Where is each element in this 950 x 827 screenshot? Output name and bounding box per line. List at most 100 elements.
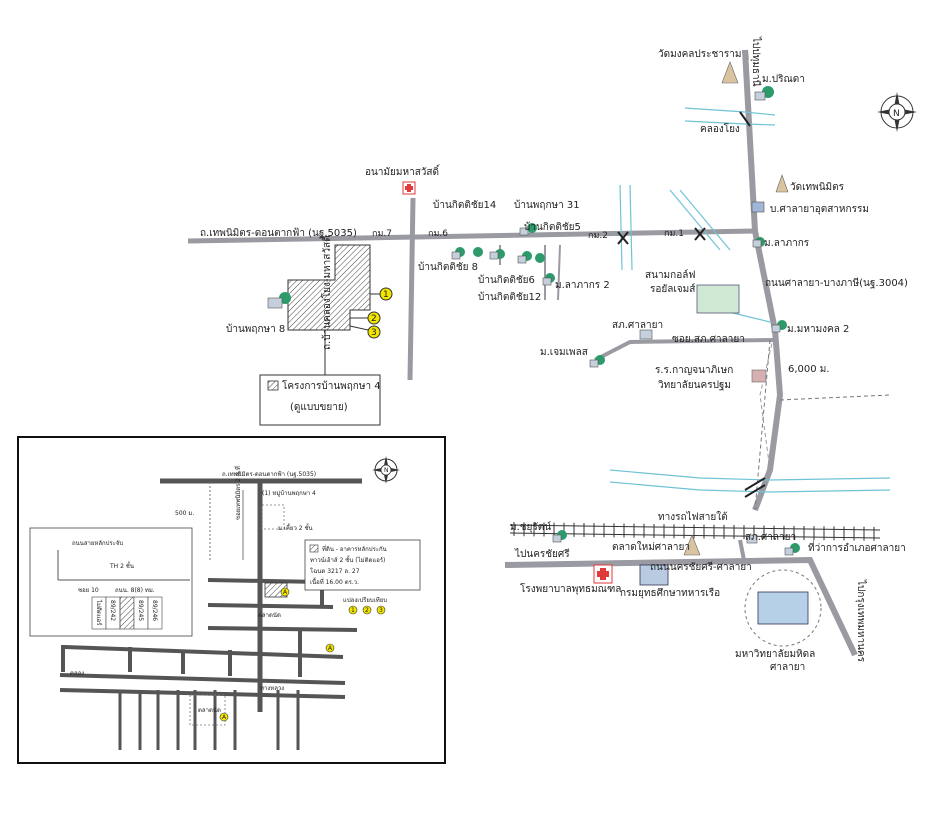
label-district-office: ที่ว่าการอำเภอศาลายา	[808, 540, 906, 554]
label-m-latphakon: ม.ลาภากร	[764, 238, 810, 249]
inset-legend-deed: โฉนด 3217 ล. 27	[310, 567, 360, 575]
label-road-3004: ถนนศาลายา-บางภาษี(นฐ.3004)	[765, 277, 908, 289]
inset-house-lot	[261, 504, 285, 530]
road-soi	[407, 197, 416, 381]
label-university: มหาวิทยาลัยมหิดล	[735, 649, 815, 660]
inset-soi10: ซอย 10	[78, 587, 99, 594]
inset-roads	[59, 478, 362, 750]
svg-text:3: 3	[379, 607, 383, 614]
label-m-chayuchat: ม.ชยุรัตน์	[510, 521, 551, 533]
canal-top-2	[684, 120, 776, 126]
inset-legend-title: ที่ดิน - อาคารหลักประกัน	[322, 545, 387, 553]
road-dashed	[759, 329, 776, 471]
label-to-pathum: ไปปทุมธานี	[750, 36, 762, 87]
temple-icon	[683, 61, 789, 556]
label-km6: กม.6	[428, 229, 448, 239]
label-hospital: โรงพยาบาลพุทธมณฑล	[520, 582, 621, 595]
inset-top-road: ถ.เทพนิมิตร-ดอนตากฟ้า (นฐ.5035)	[222, 471, 316, 478]
svg-text:1: 1	[351, 607, 355, 614]
inset-lots	[91, 596, 163, 630]
road-dashed-3	[779, 394, 891, 401]
school-icon	[751, 369, 767, 383]
university-area	[744, 569, 822, 647]
label-km1: กม.1	[664, 229, 684, 239]
label-m-latphakon2: ม.ลาภากร 2	[555, 280, 610, 291]
railway-ties	[513, 522, 875, 541]
bridge-icon	[617, 111, 766, 498]
project-legend-swatch	[267, 380, 279, 391]
label-km2: กม.2	[588, 231, 608, 241]
canal-mid	[619, 184, 623, 271]
canal-bottom-2	[609, 481, 891, 493]
road-nakhonchaisri	[504, 556, 858, 657]
label-police: สภ.ศาลายา	[612, 320, 663, 331]
label-health-station: อนามัยมหาสวัสดิ์	[365, 164, 441, 178]
inset-klong: คลอง	[70, 670, 84, 677]
label-school: ร.ร.กาญจนาภิเษก	[655, 365, 733, 376]
label-ban-kitti14: บ้านกิตติชัย14	[433, 199, 496, 211]
svg-text:2: 2	[371, 314, 377, 324]
canal-top	[684, 107, 776, 116]
svg-text:2: 2	[365, 607, 369, 614]
svg-text:3: 3	[371, 328, 377, 338]
inset-th-label: TH 2 ชั้น	[109, 560, 134, 570]
inset-project-label: (1) หมู่บ้านพฤกษา 4	[262, 490, 316, 497]
road-north	[742, 49, 749, 61]
label-golf: สนามกอล์ฟ	[645, 269, 695, 281]
label-navy: กรมยุทธศึกษาทหารเรือ	[620, 587, 720, 599]
svg-text:N: N	[893, 109, 900, 119]
label-police-station: สภ.ศาลายา	[745, 532, 796, 543]
label-ban-kitti5: บ้านกิตติชัย5	[524, 221, 581, 233]
inset-marker-a: A A A	[219, 587, 335, 722]
inset-lot1: 89/242	[109, 600, 116, 621]
inset-soi-label: ซอยเทพนิมิตร 2 ซ.ที่	[234, 466, 242, 520]
label-m-mahamongkol2: ม.มหามงคล 2	[787, 324, 849, 335]
label-railway: ทางรถไฟสายใต้	[658, 511, 728, 523]
label-km7: กม.7	[372, 229, 392, 239]
marker-3: 3	[367, 325, 381, 339]
label-university2: ศาลายา	[770, 662, 805, 673]
railway	[509, 524, 881, 539]
label-road-5035: ถ.เทพนิมิตร-ดอนตากฟ้า (นฐ.5035)	[200, 227, 357, 239]
canal-mid-2	[629, 184, 633, 271]
label-road-main: ถนนนครชัยศรี-ศาลายา	[650, 561, 752, 573]
inset-legend-area: เนื้อที่ 16.00 ตร.ว.	[310, 576, 359, 586]
label-klong-yong: คลองโยง	[700, 122, 740, 135]
inset-market-label-2: ตลาดนัด	[198, 707, 221, 714]
svg-text:N: N	[384, 467, 389, 474]
inset-market-area	[189, 694, 226, 726]
inset-markers: 1 2 3	[348, 605, 386, 615]
label-school2: วิทยาลัยนครปฐม	[658, 380, 731, 391]
inset-soi-main: ถนน. 8(8) ทม.	[115, 587, 155, 594]
hospital-icon	[593, 564, 613, 584]
svg-text:A: A	[328, 645, 333, 652]
marker-1: 1	[379, 287, 393, 301]
inset-lot4: ไม่ติดแอร์	[95, 599, 103, 626]
label-ban-kitti6: บ้านกิตติชัย6	[478, 274, 535, 286]
inset-lot2: 89/245	[137, 600, 144, 621]
label-police-road: ซอย.สภ.ศาลายา	[672, 334, 745, 345]
label-road-soi: ถ.บ้านคลองโยง-มหาสวัสดิ์	[319, 234, 333, 350]
label-ban-pruksa8: บ้านพฤกษา 8	[226, 323, 285, 335]
canal-right	[669, 189, 721, 251]
inset-legend-line2: ทาวน์เฮ้าส์ 2 ชั้น (ไม่ติดแอร์)	[310, 554, 385, 564]
label-market: ตลาดใหม่ศาลายา	[612, 541, 690, 553]
inset-house-label: ม.เคี้ยว 2 ชั้น	[278, 522, 313, 532]
inset-compass-icon: N	[372, 456, 400, 484]
inset-market-label: ตลาดนัด	[258, 612, 281, 619]
inset-lot3: 89/246	[151, 600, 158, 621]
svg-text:A: A	[222, 714, 227, 721]
navy-building-icon	[639, 564, 669, 586]
inset-distance: 500 ม.	[175, 510, 194, 517]
label-ban-pruksa31: บ้านพฤกษา 31	[514, 199, 580, 211]
project-box-line1: โครงการบ้านพฤกษา 4	[282, 379, 381, 392]
canal-right-2	[679, 189, 731, 251]
compass-icon: N	[877, 92, 917, 132]
inset-legend	[304, 539, 421, 591]
golf-course-icon	[696, 284, 740, 314]
svg-text:A: A	[283, 589, 288, 596]
project-parcel	[287, 244, 371, 331]
label-wat-thepnimit: วัดเทพนิมิตร	[790, 182, 845, 193]
svg-text:1: 1	[383, 290, 389, 300]
